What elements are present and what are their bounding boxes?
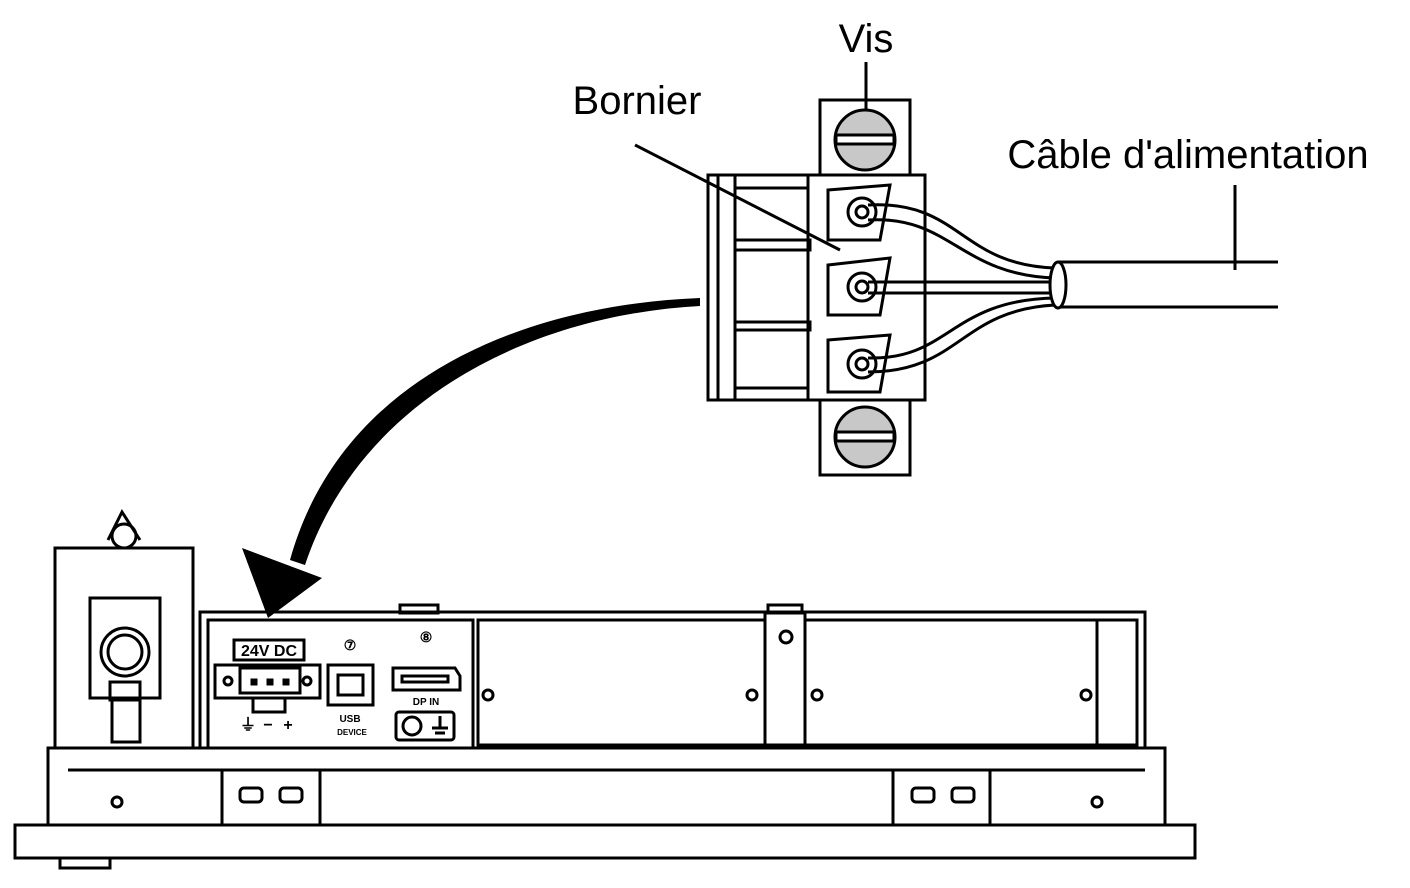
power-cable	[867, 203, 1278, 374]
marker-7: ⑦	[344, 637, 357, 653]
terminal-slot	[826, 183, 892, 242]
dp-label: DP IN	[413, 697, 440, 708]
power-connector	[213, 663, 322, 714]
plus-pin-label: +	[283, 717, 292, 734]
ground-pin-label: ⏚	[240, 716, 256, 734]
marker-8: ⑧	[420, 629, 433, 645]
terminal-slot	[826, 256, 892, 317]
usb-label: USB	[339, 714, 360, 725]
usb-sub-label: DEVICE	[337, 728, 367, 737]
usb-port	[326, 663, 375, 707]
leader-bornier	[634, 143, 841, 252]
device-bottom-view: 24V DC ⏚ − + ⑦ USB DEVICE ⑧ DP IN	[13, 508, 1197, 870]
screw-icon	[833, 108, 897, 172]
insert-arrow-icon	[242, 298, 700, 618]
terminal-block	[706, 98, 927, 477]
screw-icon	[833, 405, 897, 469]
terminal-slot	[826, 333, 892, 394]
power-label: 24V DC	[241, 643, 297, 660]
label-bornier: Bornier	[573, 79, 702, 123]
ground-terminal-icon	[394, 710, 456, 742]
minus-pin-label: −	[263, 717, 272, 734]
power-label-box	[232, 638, 306, 662]
label-cable: Câble d'alimentation	[1007, 133, 1368, 177]
displayport	[391, 666, 462, 692]
label-vis: Vis	[839, 17, 894, 61]
